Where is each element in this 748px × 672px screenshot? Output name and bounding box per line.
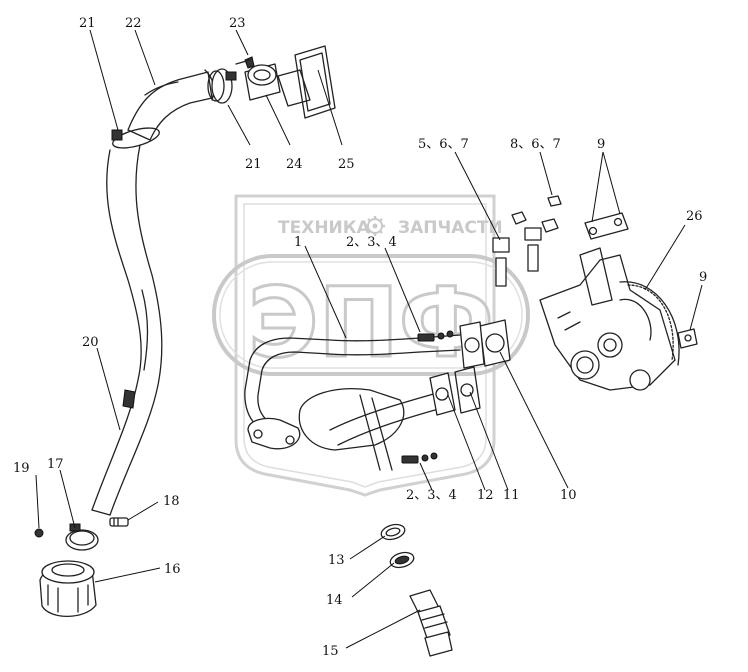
bolts-234-lower bbox=[401, 452, 438, 464]
gear-26 bbox=[619, 281, 680, 366]
callout-12: 12 bbox=[477, 488, 494, 503]
callout-21b: 21 bbox=[245, 157, 262, 172]
bolts-234-upper bbox=[417, 330, 454, 342]
oil-pipe-1 bbox=[244, 334, 461, 450]
callout-22: 22 bbox=[125, 16, 142, 31]
screw-23 bbox=[235, 56, 255, 69]
oil-pump-body bbox=[539, 247, 676, 391]
plate-9-upper bbox=[584, 212, 629, 240]
callout-14: 14 bbox=[326, 593, 343, 608]
leader-lines bbox=[35, 29, 703, 649]
callout-1: 1 bbox=[294, 235, 302, 250]
gasket-25 bbox=[294, 45, 336, 119]
gasket-11 bbox=[454, 366, 481, 414]
bolts-567 bbox=[492, 227, 542, 287]
clamp-21-upper bbox=[111, 127, 160, 149]
callout-9a: 9 bbox=[597, 137, 605, 152]
callout-21a: 21 bbox=[79, 16, 96, 31]
clamp-21-lower bbox=[207, 68, 237, 104]
callout-9b: 9 bbox=[699, 270, 707, 285]
callout-13: 13 bbox=[328, 553, 345, 568]
watermark: ТЕХНИКА ЗАПЧАСТИ ЭПФ bbox=[212, 194, 530, 497]
callout-867: 8、6、7 bbox=[510, 137, 561, 152]
flange-12 bbox=[429, 372, 456, 416]
callout-10: 10 bbox=[560, 488, 577, 503]
washer-14 bbox=[389, 551, 415, 569]
flange-on-pipe bbox=[459, 321, 485, 369]
flange-10 bbox=[479, 319, 511, 367]
gear-icon bbox=[365, 216, 385, 236]
callout-234b: 2、3、4 bbox=[406, 488, 457, 503]
callout-23: 23 bbox=[229, 16, 246, 31]
hose-22 bbox=[127, 69, 215, 141]
strainer-16 bbox=[39, 560, 97, 617]
relief-valve-15 bbox=[409, 589, 453, 657]
pickup-pipe bbox=[298, 388, 446, 471]
hose-20 bbox=[91, 144, 163, 516]
watermark-logo-text: ЭПФ bbox=[248, 267, 494, 379]
callout-11: 11 bbox=[503, 488, 520, 503]
pipe-fitting-24 bbox=[244, 63, 311, 107]
callout-24: 24 bbox=[286, 157, 303, 172]
callout-567: 5、6、7 bbox=[418, 137, 469, 152]
callout-15: 15 bbox=[322, 644, 339, 659]
bolt-18 bbox=[109, 517, 129, 527]
washer-13 bbox=[380, 523, 406, 541]
watermark-text-left: ТЕХНИКА bbox=[278, 218, 371, 238]
clamp-17 bbox=[65, 523, 99, 551]
callout-18: 18 bbox=[163, 494, 180, 509]
watermark-text-right: ЗАПЧАСТИ bbox=[398, 218, 503, 238]
callout-234a: 2、3、4 bbox=[346, 235, 397, 250]
plate-9-lower bbox=[677, 328, 698, 349]
callout-16: 16 bbox=[164, 562, 181, 577]
nuts-867 bbox=[511, 195, 562, 233]
callout-labels: 21 22 23 21 24 25 5、6、7 8、6、7 9 26 9 1 2… bbox=[13, 16, 707, 659]
callout-20: 20 bbox=[82, 335, 99, 350]
callout-26: 26 bbox=[686, 209, 703, 224]
callout-17: 17 bbox=[47, 457, 64, 472]
callout-19: 19 bbox=[13, 461, 30, 476]
nut-19 bbox=[34, 528, 44, 538]
callout-25: 25 bbox=[338, 157, 355, 172]
